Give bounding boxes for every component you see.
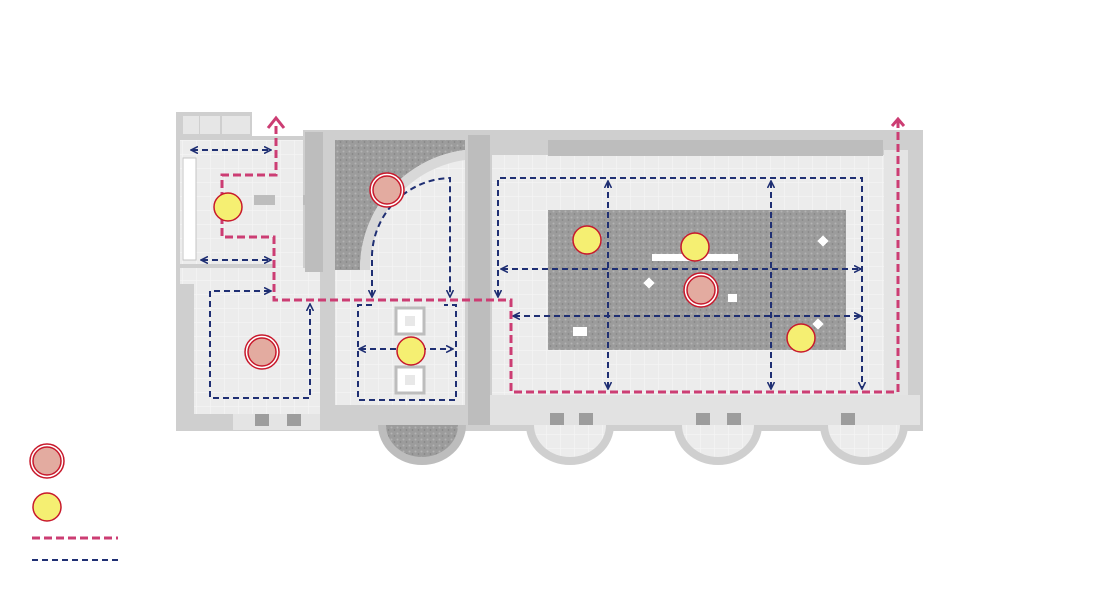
double-circle-icon xyxy=(244,334,280,370)
double-circle-icon xyxy=(683,272,719,308)
curved-planting-bed xyxy=(335,140,465,270)
circle-icon xyxy=(572,225,602,255)
minor-nodes xyxy=(213,192,816,366)
secondary-route-network xyxy=(192,150,862,401)
circle-icon xyxy=(213,192,243,222)
legend-minor-node xyxy=(32,492,62,522)
legend xyxy=(29,443,118,561)
building-footprint xyxy=(176,112,923,465)
secondary-route-loop xyxy=(209,291,310,399)
double-circle-icon xyxy=(369,172,405,208)
secondary-route-loop xyxy=(357,304,457,401)
secondary-route-loop xyxy=(498,177,862,388)
major-nodes xyxy=(244,172,719,370)
circle-icon xyxy=(396,336,426,366)
circle-icon xyxy=(680,232,710,262)
primary-route xyxy=(220,120,898,394)
legend-major-node xyxy=(29,443,65,479)
primary-route-path xyxy=(220,120,898,394)
circle-icon xyxy=(786,323,816,353)
arrow-up-icon xyxy=(266,115,286,129)
